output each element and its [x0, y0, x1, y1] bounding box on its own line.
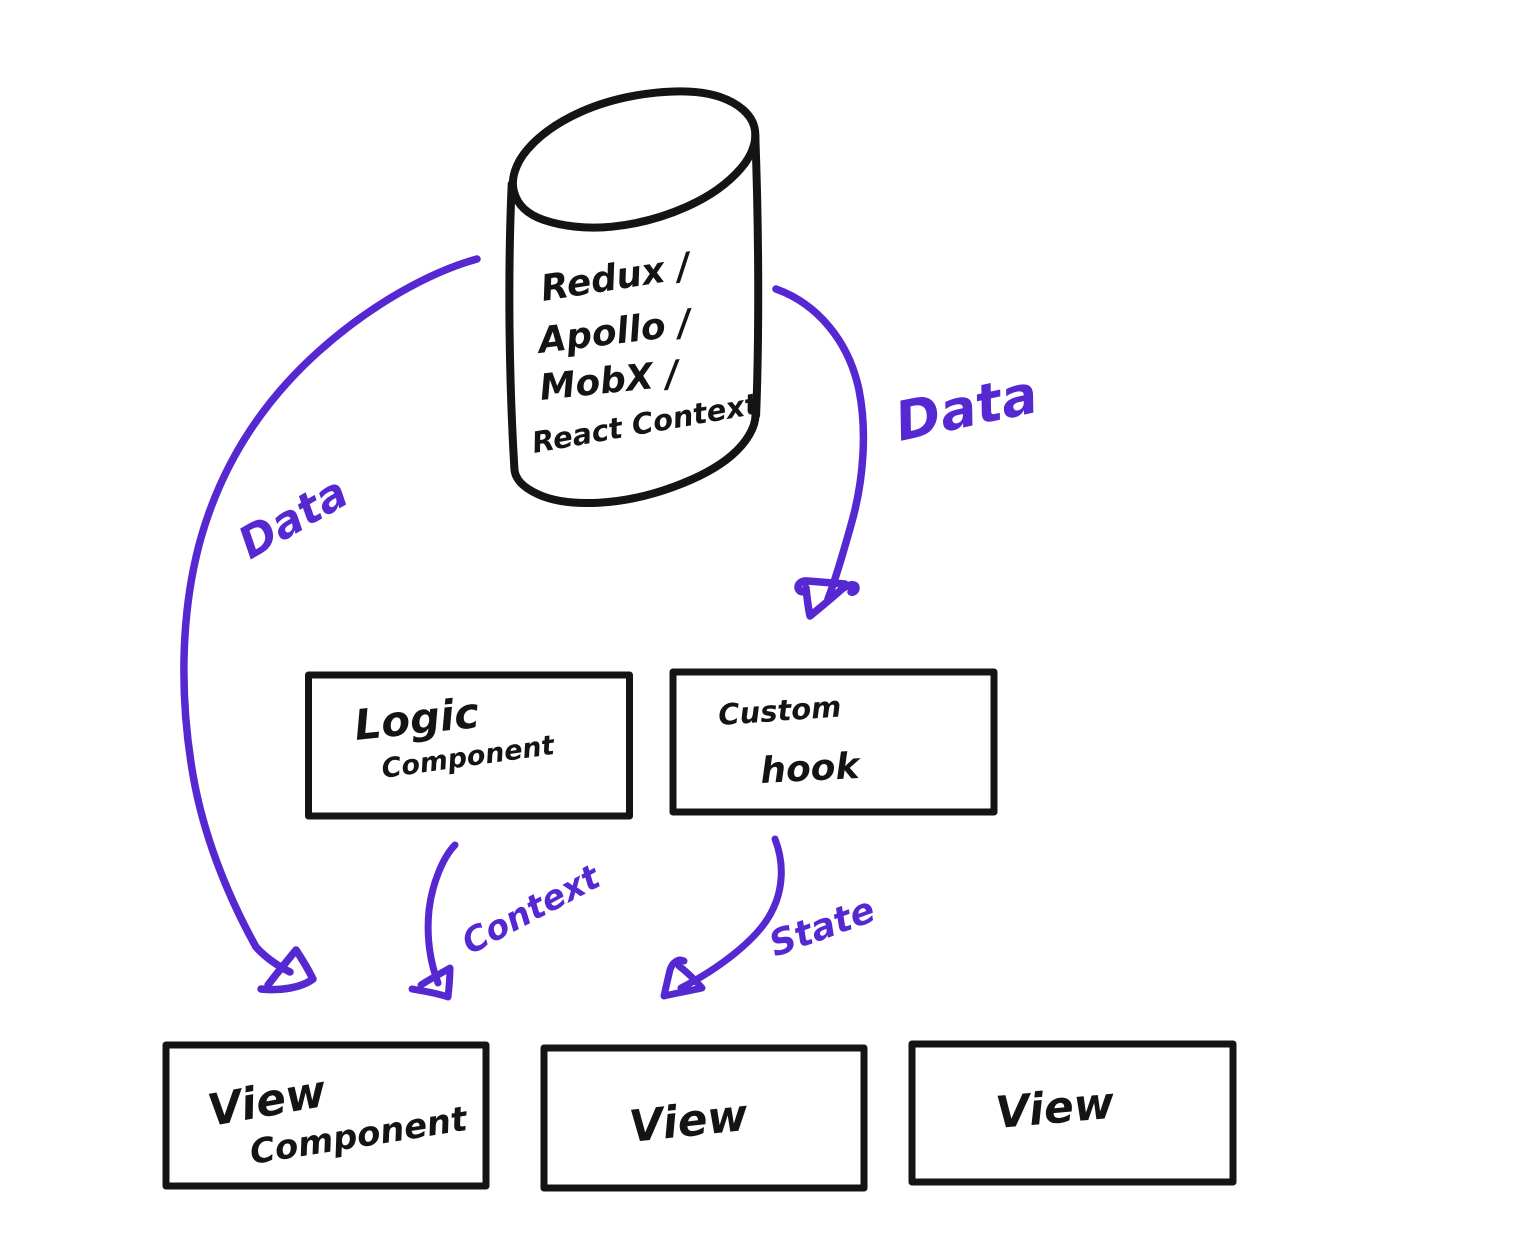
- arrow-context-shaft: [424, 841, 459, 987]
- logic-component-box: Logic Component: [305, 671, 633, 820]
- arrow-context-head: [408, 964, 454, 1001]
- arrow-state-shaft: [677, 835, 785, 992]
- view-right-label: View: [994, 1078, 1117, 1139]
- logic-component-label-line-1: Logic: [352, 688, 482, 750]
- custom-hook-rect: [669, 668, 998, 816]
- arrow-state-head: [660, 956, 706, 1000]
- view-middle-box: View: [540, 1044, 868, 1192]
- arrow-data-right: Data: [772, 285, 1043, 620]
- arrow-data-right-label: Data: [890, 362, 1043, 453]
- arrow-data-right-head: [794, 577, 860, 620]
- cylinder-top-ellipse: [508, 87, 760, 232]
- arrow-context-label: Context: [455, 856, 608, 963]
- cylinder-bottom-arc: [510, 411, 760, 507]
- arrow-data-left-label: Data: [230, 467, 357, 570]
- cylinder-left-side: [505, 180, 519, 471]
- store-label-line-1: Redux /: [538, 245, 696, 310]
- cylinder-right-side: [751, 131, 763, 420]
- custom-hook-box: Custom hook: [669, 668, 998, 816]
- arrow-context: Context: [408, 841, 608, 1001]
- view-component-box: View Component: [162, 1041, 490, 1190]
- arrow-data-left-shaft: [180, 255, 481, 976]
- custom-hook-label-line-2: hook: [759, 746, 862, 792]
- arrow-state: State: [660, 835, 881, 1000]
- view-middle-label: View: [627, 1090, 751, 1153]
- arrow-state-label: State: [764, 890, 881, 966]
- view-right-rect: [908, 1040, 1237, 1186]
- view-middle-rect: [540, 1044, 868, 1192]
- arrow-data-left-head: [257, 946, 317, 994]
- custom-hook-label-line-1: Custom: [717, 689, 842, 732]
- view-right-box: View: [908, 1040, 1237, 1186]
- logic-component-rect: [305, 671, 633, 820]
- store-label-line-3: MobX /: [538, 353, 684, 409]
- view-component-rect: [162, 1041, 490, 1190]
- arrow-data-right-shaft: [772, 285, 868, 603]
- data-store-cylinder: Redux / Apollo / MobX / React Context: [505, 87, 763, 507]
